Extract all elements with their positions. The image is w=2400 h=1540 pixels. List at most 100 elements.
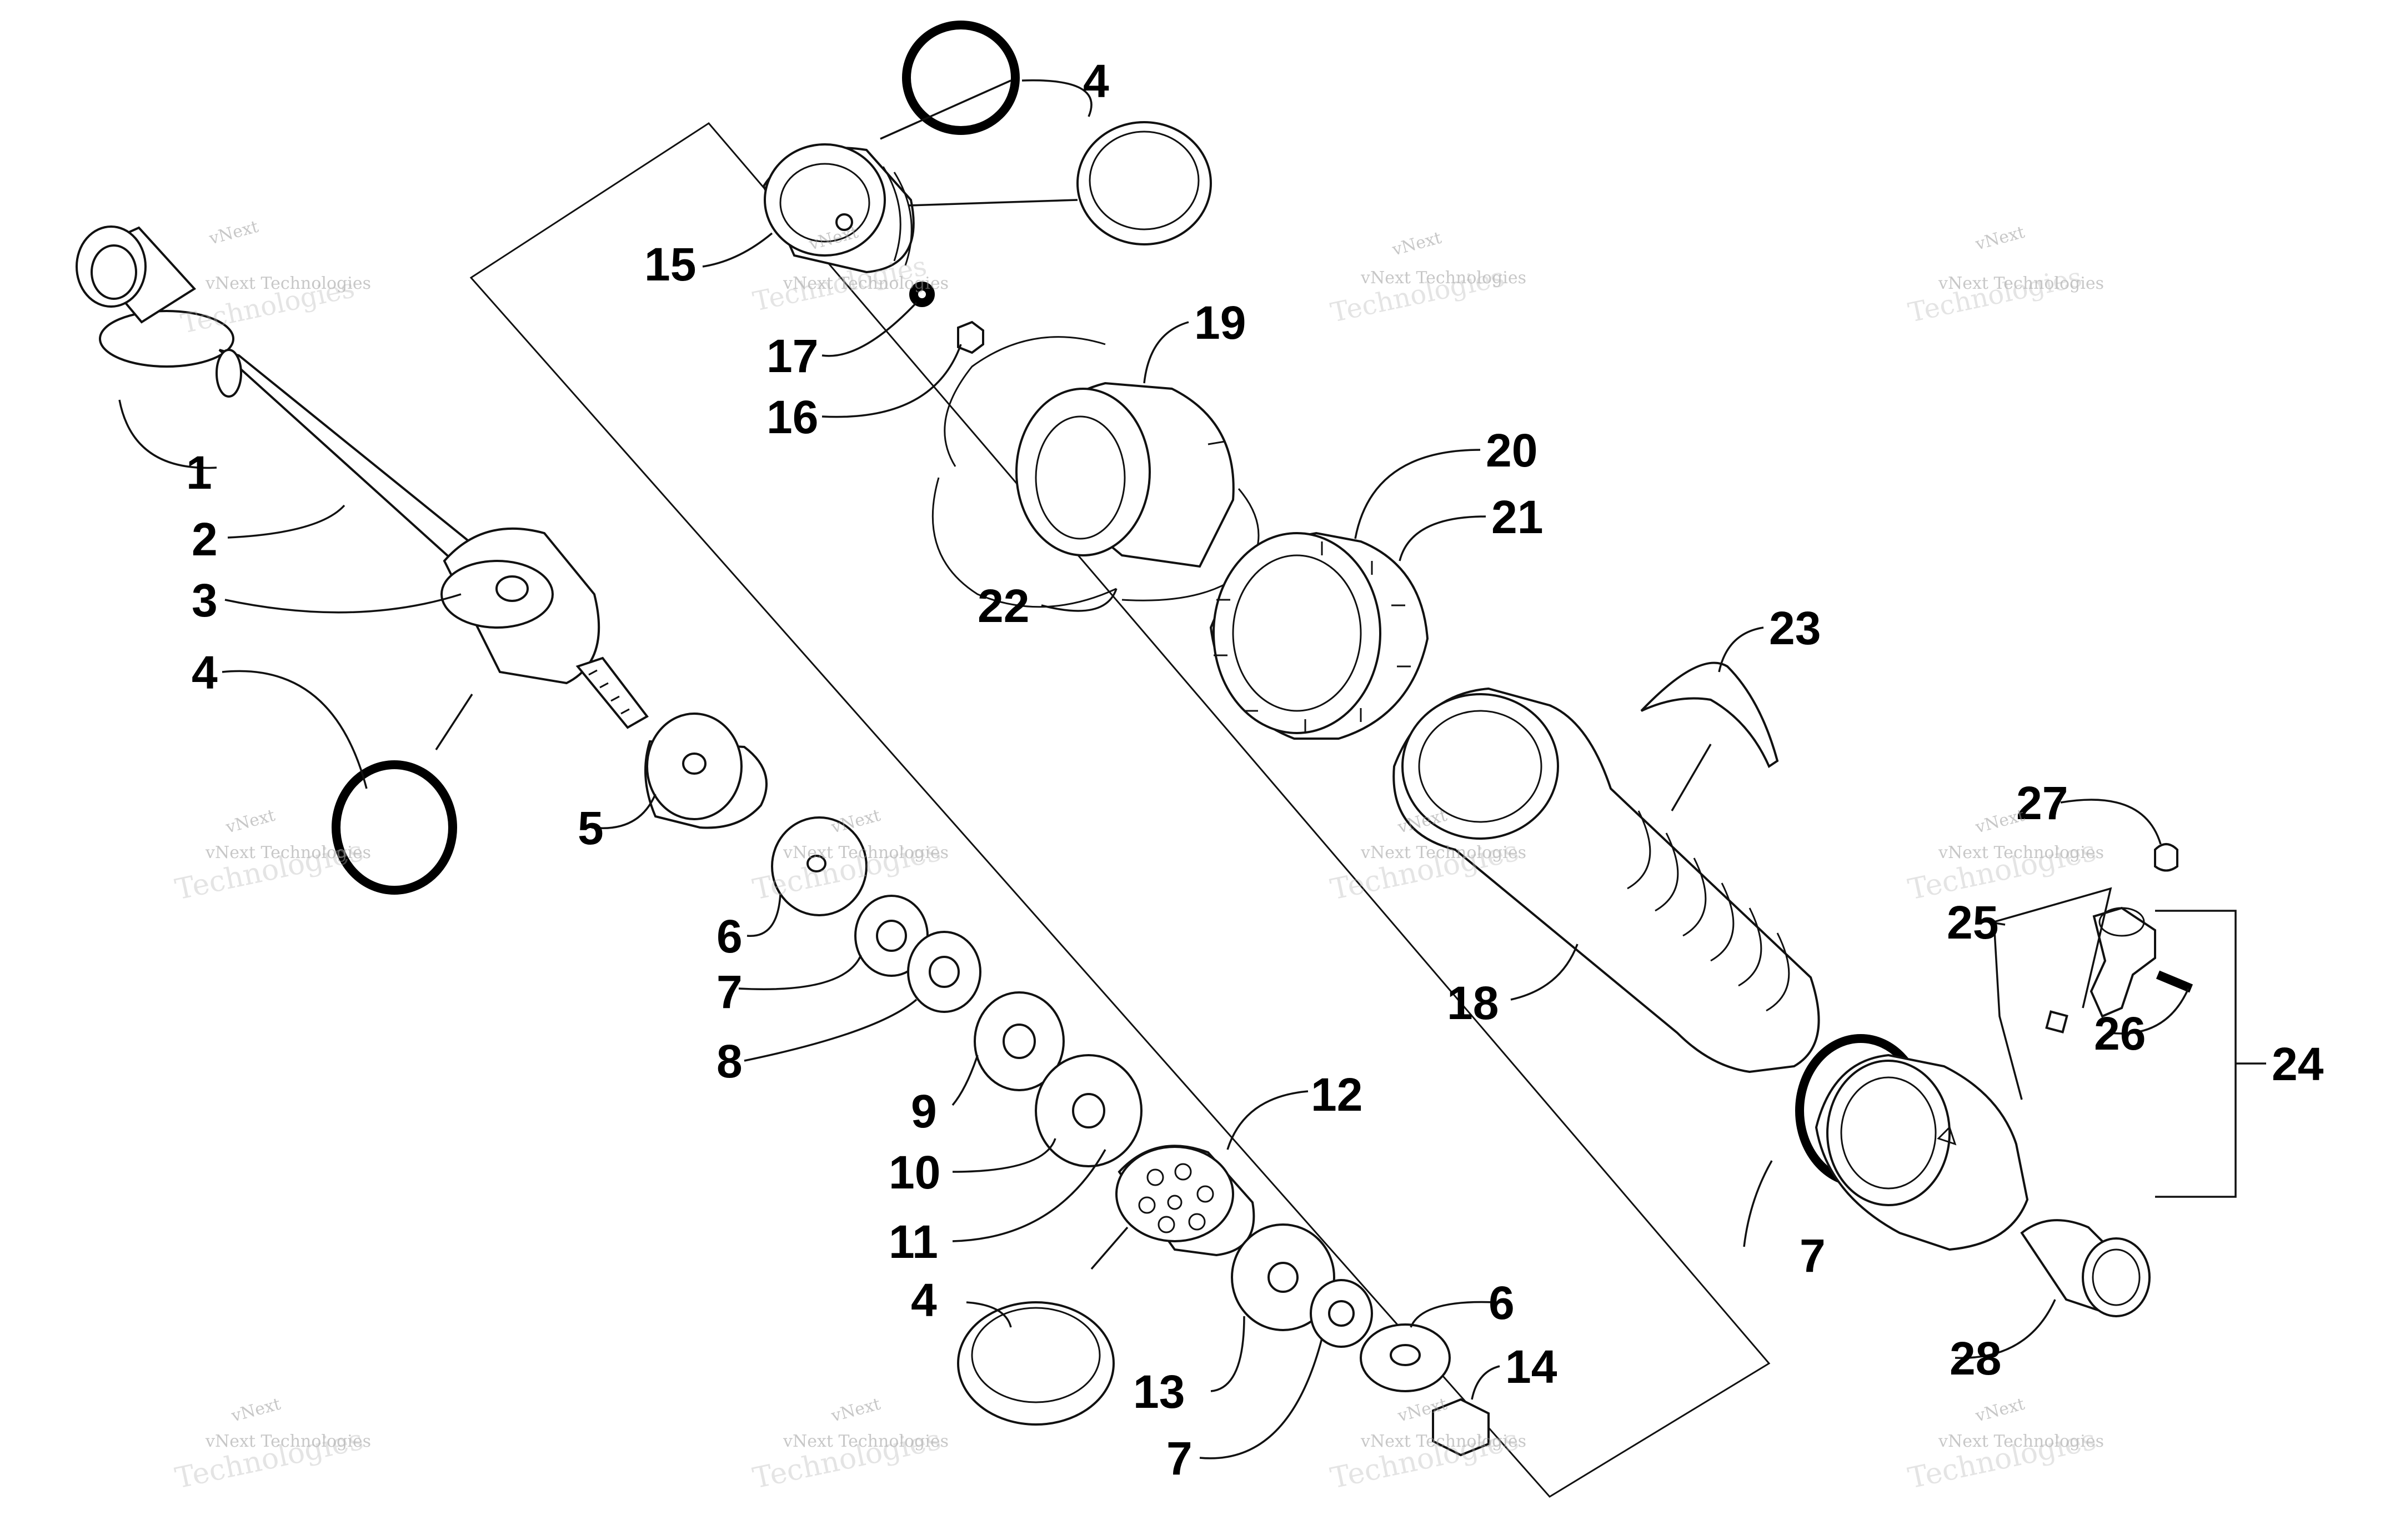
svg-text:vNext: vNext xyxy=(829,806,883,837)
part-end-cap-right xyxy=(1815,1054,2029,1251)
svg-text:vNext: vNext xyxy=(1973,806,2027,837)
callout-25: 25 xyxy=(1947,896,1998,949)
watermark-9: vNext vNext Technologies Technologies xyxy=(172,1394,371,1496)
part-7-shim-a-hole xyxy=(876,920,907,952)
part-19-bladder xyxy=(1015,382,1235,568)
watermark-10: vNext vNext Technologies Technologies xyxy=(750,1394,949,1496)
callout-14: 14 xyxy=(1505,1341,1557,1393)
svg-text:vNext Technologies: vNext Technologies xyxy=(1360,268,1526,288)
part-6-washer-bottom-hole xyxy=(1390,1344,1421,1366)
part-23-spacer xyxy=(1640,661,1779,768)
svg-text:vNext Technologies: vNext Technologies xyxy=(1938,274,2104,293)
watermark-5: vNext vNext Technologies Technologies xyxy=(172,806,371,907)
svg-text:vNext: vNext xyxy=(1973,1394,2027,1426)
part-4-o-ring-left xyxy=(332,760,457,895)
callout-6-top: 6 xyxy=(717,910,743,962)
callout-4-top: 4 xyxy=(1083,55,1109,107)
part-16-valve-core xyxy=(957,320,984,354)
callout-15: 15 xyxy=(644,238,696,290)
svg-text:Technologies: Technologies xyxy=(1906,262,2085,329)
callout-12: 12 xyxy=(1311,1069,1362,1121)
part-4-wear-band-top-inner xyxy=(1089,131,1200,230)
callout-21: 21 xyxy=(1491,491,1543,543)
part-10-shim-hole xyxy=(1072,1093,1105,1128)
svg-text:vNext: vNext xyxy=(1390,228,1444,260)
watermark-12: vNext vNext Technologies Technologies xyxy=(1905,1394,2104,1496)
callout-8: 8 xyxy=(717,1035,743,1087)
part-4-o-ring-top xyxy=(902,21,1020,135)
part-18-shock-body xyxy=(1392,687,1820,1074)
svg-text:vNext Technologies: vNext Technologies xyxy=(205,1432,371,1451)
callout-19: 19 xyxy=(1194,297,1246,349)
svg-text:vNext: vNext xyxy=(1973,223,2027,254)
callout-7-bottom: 7 xyxy=(1166,1432,1193,1484)
callout-26: 26 xyxy=(2094,1007,2146,1060)
callout-2: 2 xyxy=(192,513,218,565)
part-13-shim-hole xyxy=(1267,1262,1299,1293)
callout-17: 17 xyxy=(766,330,818,382)
svg-text:vNext: vNext xyxy=(207,217,260,249)
watermark-3: vNext vNext Technologies Technologies xyxy=(1328,228,1526,329)
callout-10: 10 xyxy=(889,1146,940,1198)
part-4-wear-band-piston-inner xyxy=(971,1307,1101,1403)
part-17-o-ring-small xyxy=(909,282,935,307)
svg-text:vNext Technologies: vNext Technologies xyxy=(783,843,949,862)
callout-7-top: 7 xyxy=(717,966,743,1018)
callout-20: 20 xyxy=(1486,424,1537,476)
part-15-reservoir-cap xyxy=(762,143,915,274)
watermark-4: vNext vNext Technologies Technologies xyxy=(1906,223,2104,329)
svg-text:vNext Technologies: vNext Technologies xyxy=(1938,843,2104,862)
callout-labels: 1 2 3 4 4 4 5 6 6 7 7 7 8 9 10 11 12 13 … xyxy=(186,55,2324,1484)
callout-11: 11 xyxy=(889,1216,938,1268)
callout-27: 27 xyxy=(2016,777,2068,829)
callout-18: 18 xyxy=(1447,977,1499,1029)
watermark-11: vNext vNext Technologies Technologies xyxy=(1327,1394,1526,1496)
part-28-bushing xyxy=(2020,1219,2151,1318)
callout-28: 28 xyxy=(1950,1332,2001,1385)
part-1-eye-bushing xyxy=(76,225,234,368)
callout-16: 16 xyxy=(766,391,818,443)
part-3-seal-head xyxy=(440,527,649,729)
svg-text:vNext: vNext xyxy=(223,806,277,837)
part-9-shim-hole xyxy=(1003,1024,1036,1059)
piston-assembly-frame xyxy=(469,122,1771,1498)
watermark-8: vNext vNext Technologies Technologies xyxy=(1905,806,2104,907)
svg-text:vNext Technologies: vNext Technologies xyxy=(783,274,949,293)
callout-7-right: 7 xyxy=(1800,1230,1826,1282)
svg-text:vNext Technologies: vNext Technologies xyxy=(1938,1432,2104,1451)
callout-23: 23 xyxy=(1769,602,1821,654)
part-4-wear-band-top xyxy=(1076,121,1212,245)
callout-1: 1 xyxy=(186,447,212,499)
part-27-screw xyxy=(2154,843,2178,872)
part-20-spring-adjuster xyxy=(1209,531,1429,740)
callout-9: 9 xyxy=(911,1085,937,1137)
part-26-o-ring-small xyxy=(2156,970,2193,993)
part-14-nut xyxy=(1432,1398,1490,1457)
callout-13: 13 xyxy=(1133,1366,1185,1418)
callout-24: 24 xyxy=(2272,1038,2324,1090)
callout-4-left: 4 xyxy=(192,646,218,699)
svg-text:vNext Technologies: vNext Technologies xyxy=(205,843,371,862)
part-6-washer-top-hole xyxy=(806,855,826,872)
part-5-bumper xyxy=(644,713,768,829)
part-8-shim-hole xyxy=(929,956,960,988)
svg-text:vNext Technologies: vNext Technologies xyxy=(1360,843,1526,862)
svg-text:vNext: vNext xyxy=(229,1394,283,1426)
callout-4-piston: 4 xyxy=(911,1274,937,1326)
callout-22: 22 xyxy=(978,580,1029,632)
part-4-wear-band-piston xyxy=(957,1301,1115,1426)
leader-lines xyxy=(118,79,2266,1459)
svg-text:vNext: vNext xyxy=(829,1394,883,1426)
part-7-shim-b-hole xyxy=(1328,1300,1355,1327)
callout-6-bottom: 6 xyxy=(1489,1277,1515,1329)
callout-5: 5 xyxy=(578,802,604,854)
svg-text:vNext Technologies: vNext Technologies xyxy=(1360,1432,1526,1451)
svg-text:vNext Technologies: vNext Technologies xyxy=(783,1432,949,1451)
part-25-valve-insert xyxy=(2045,1010,2068,1034)
part-25-valve-fitting xyxy=(2090,906,2156,1018)
watermark-1: vNext vNext Technologies Technologies xyxy=(178,217,371,340)
part-12-piston xyxy=(1115,1145,1255,1257)
svg-text:vNext Technologies: vNext Technologies xyxy=(205,274,371,293)
callout-3: 3 xyxy=(192,574,218,626)
